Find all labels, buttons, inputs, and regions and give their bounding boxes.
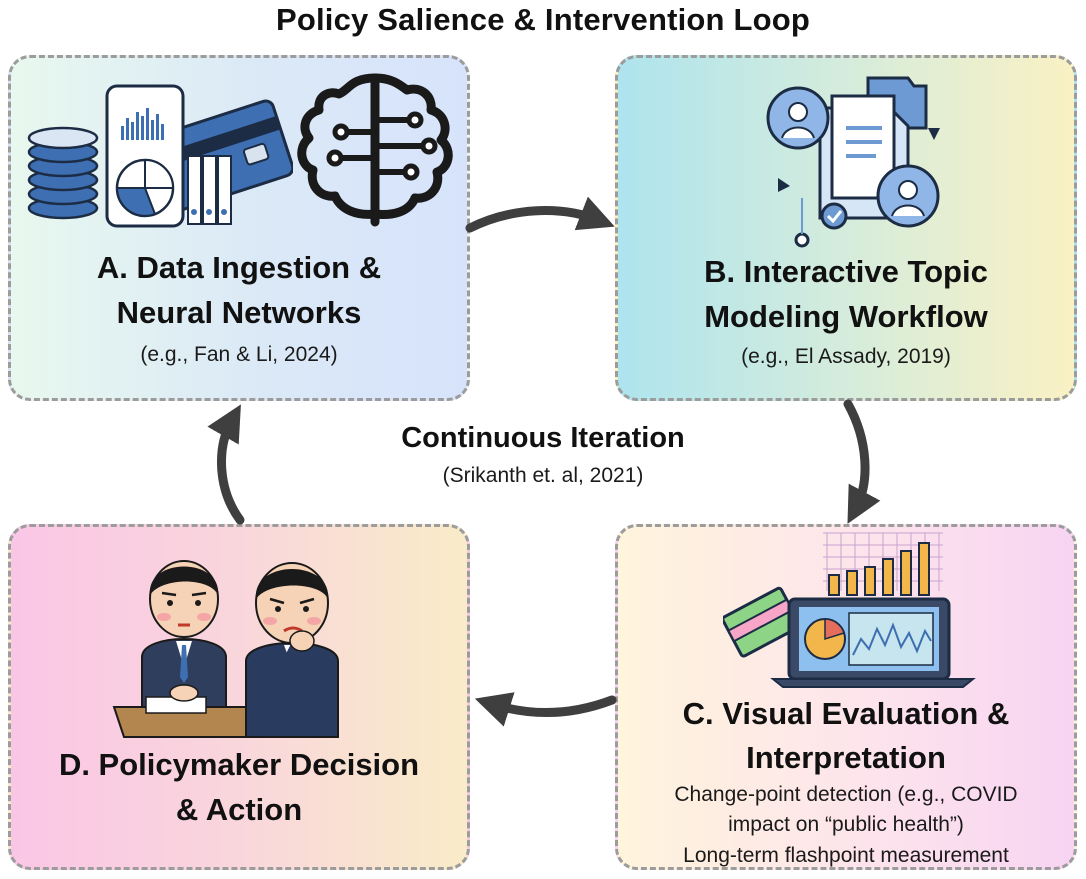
box-b-title-line2: Modeling Workflow [704, 299, 988, 334]
box-c-title-line1: C. Visual Evaluation & [682, 696, 1010, 731]
arrow-c-to-d [474, 692, 617, 727]
box-b-title-line1: B. Interactive Topic [704, 254, 988, 289]
box-c-title-line2: Interpretation [746, 740, 946, 775]
brain-gear-icon [297, 73, 453, 227]
arrow-d-to-a [207, 404, 245, 525]
arrow-a-to-b [465, 196, 615, 233]
box-data-ingestion: A. Data Ingestion & Neural Networks (e.g… [8, 55, 470, 401]
center-citation: (Srikanth et. al, 2021) [442, 464, 644, 487]
box-a-title-line1: A. Data Ingestion & [96, 250, 382, 285]
box-d-title-line2: & Action [175, 792, 303, 827]
diagram-title: Policy Salience & Intervention Loop [275, 2, 811, 37]
tablet-chart-icon [105, 84, 185, 228]
box-d-title-line1: D. Policymaker Decision [58, 747, 420, 782]
box-visual-evaluation: C. Visual Evaluation & Interpretation Ch… [615, 524, 1077, 870]
box-b-citation: (e.g., El Assady, 2019) [741, 345, 951, 368]
box-a-citation: (e.g., Fan & Li, 2024) [140, 343, 338, 366]
chart-laptop-icon [723, 532, 976, 688]
binders-icon [187, 155, 232, 225]
finance-illustration [27, 84, 293, 228]
box-c-detail-line1: Change-point detection (e.g., COVID [674, 783, 1018, 806]
box-policymaker-decision: D. Policymaker Decision & Action [8, 524, 470, 870]
cash-stack-icon [723, 586, 802, 658]
coin-stack-icon [27, 126, 99, 220]
box-c-detail-line2: impact on “public health”) [728, 813, 964, 836]
box-c-detail-line3: Long-term flashpoint measurement [683, 844, 1009, 867]
box-a-title-line2: Neural Networks [116, 295, 362, 330]
documents-profile-icon [766, 76, 940, 248]
arrow-b-to-c [843, 399, 881, 524]
center-title: Continuous Iteration [401, 422, 685, 454]
box-topic-modeling: B. Interactive Topic Modeling Workflow (… [615, 55, 1077, 401]
policymakers-icon [112, 560, 339, 738]
